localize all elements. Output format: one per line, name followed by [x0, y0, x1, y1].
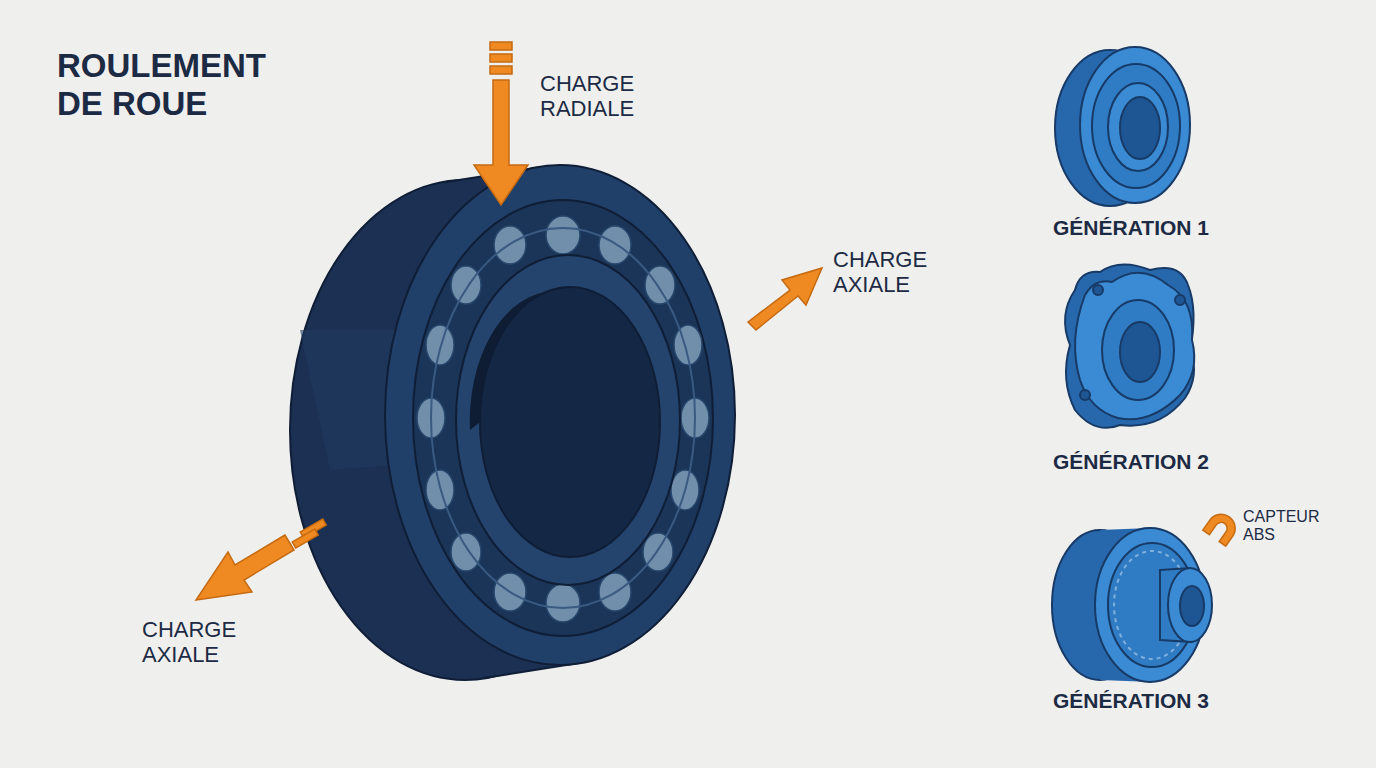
generation-3-bearing	[1052, 528, 1212, 682]
part-label: GÉNÉRATION 1	[1021, 216, 1241, 240]
abs-sensor-icon	[1203, 509, 1241, 546]
part-label: GÉNÉRATION 2	[1021, 450, 1241, 474]
part-label: GÉNÉRATION 3	[1021, 689, 1241, 713]
load-arrows	[196, 42, 822, 600]
part-label: CHARGE AXIALE	[142, 617, 262, 668]
generation-1-bearing	[1055, 47, 1190, 206]
main-bearing	[290, 165, 735, 680]
part-label: CHARGE RADIALE	[540, 71, 670, 122]
part-label: CAPTEUR ABS	[1243, 508, 1338, 545]
generation-2-bearing	[1065, 264, 1194, 427]
part-label: CHARGE AXIALE	[833, 247, 953, 298]
diagram-title: ROULEMENT DE ROUE	[57, 47, 287, 123]
